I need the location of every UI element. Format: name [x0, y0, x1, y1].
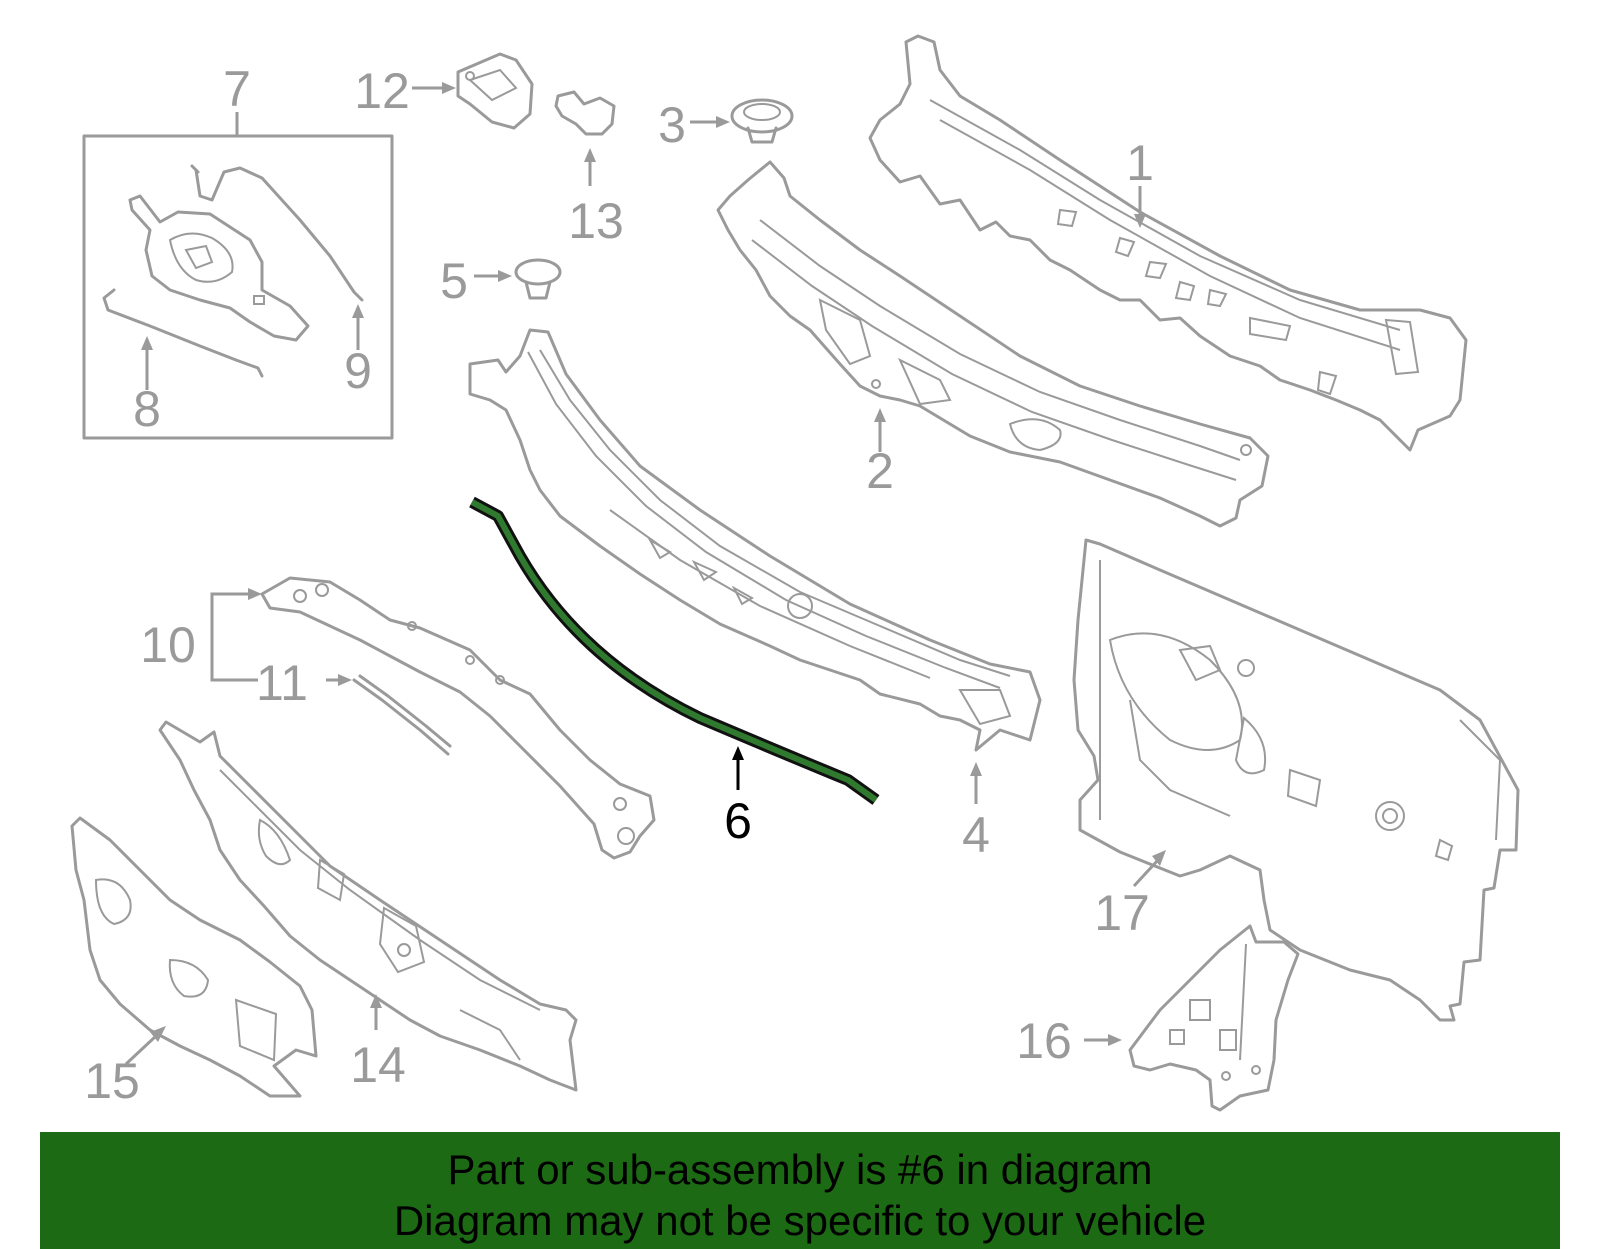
part-5	[474, 258, 562, 300]
callout-4: 4	[962, 807, 990, 863]
banner-line-disclaimer: Diagram may not be specific to your vehi…	[393, 1197, 1207, 1244]
arrow-17	[1152, 850, 1166, 866]
callout-9: 9	[344, 343, 372, 399]
callout-13: 13	[568, 193, 624, 249]
arrow-3	[716, 116, 730, 128]
arrow-4	[970, 762, 982, 776]
callout-6: 6	[724, 793, 752, 849]
arrow-13	[584, 148, 596, 162]
part-10-brace	[260, 576, 656, 860]
part-8-rod	[102, 288, 264, 378]
leader-10	[210, 592, 258, 682]
callout-7: 7	[223, 61, 251, 117]
callout-1: 1	[1126, 135, 1154, 191]
part-16-panel	[1084, 924, 1300, 1112]
part-7-assembly	[82, 112, 394, 440]
part-6-seal	[470, 499, 878, 803]
callout-17: 17	[1094, 885, 1150, 941]
arrow-9	[352, 304, 364, 318]
arrow-11	[338, 674, 352, 686]
arrow-6	[732, 746, 744, 760]
arrow-5	[498, 270, 512, 282]
arrow-16	[1108, 1034, 1122, 1046]
callout-3: 3	[658, 97, 686, 153]
arrow-14	[370, 994, 382, 1008]
arrow-12	[442, 82, 456, 94]
part-1-panel	[868, 34, 1468, 452]
arrow-2	[874, 408, 886, 422]
callout-14: 14	[350, 1037, 406, 1093]
part-4-cowl	[468, 328, 1042, 804]
part-3	[690, 98, 794, 144]
part-9-rod	[194, 166, 364, 302]
part-10-11	[210, 576, 656, 860]
callout-10: 10	[140, 617, 196, 673]
part-2-panel	[716, 160, 1270, 528]
banner-line-part-number: Part or sub-assembly is #6 in diagram	[447, 1146, 1153, 1193]
part-12	[412, 52, 534, 130]
callout-11: 11	[256, 655, 308, 711]
callout-8: 8	[133, 381, 161, 437]
part-11-strip	[352, 678, 450, 756]
leader-15	[124, 1034, 158, 1066]
part-14-panel	[158, 720, 578, 1092]
info-banner: Part or sub-assembly is #6 in diagram Di…	[40, 1132, 1560, 1249]
arrow-1	[1134, 214, 1146, 228]
arrow-10	[248, 588, 262, 600]
part-6-seal-highlighted	[469, 496, 880, 805]
callout-2: 2	[866, 443, 894, 499]
part-17-insulator	[1072, 538, 1520, 1022]
callout-12: 12	[354, 63, 410, 119]
leader-17	[1132, 858, 1160, 888]
arrow-8	[141, 336, 153, 350]
callout-15: 15	[84, 1053, 140, 1109]
part-15-insulator	[70, 816, 318, 1098]
callout-16: 16	[1016, 1013, 1072, 1069]
callout-5: 5	[440, 253, 468, 309]
part-13	[554, 90, 616, 186]
arrow-15	[150, 1026, 166, 1042]
part-7-bracket	[128, 194, 310, 342]
